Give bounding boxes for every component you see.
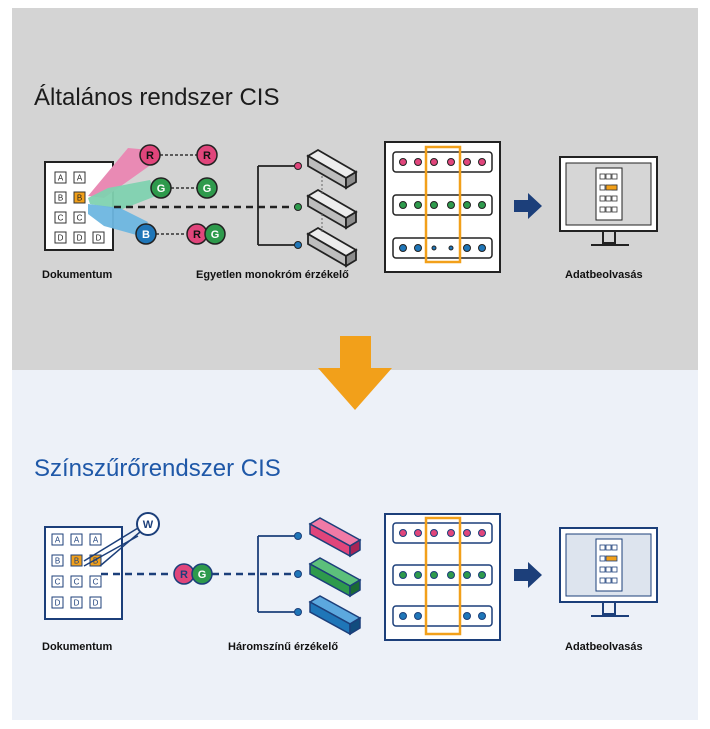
top-key-b2: B: [77, 194, 82, 203]
bottom-key-b2: B: [74, 557, 79, 566]
color-filter-cis-title: Színszűrőrendszer CIS: [34, 455, 281, 482]
general-cis-title: Általános rendszer CIS: [34, 84, 280, 111]
top-sensor-bracket: [257, 165, 296, 246]
bottom-channel-g: G: [191, 563, 213, 585]
top-key-a2: A: [77, 174, 83, 183]
bottom-document-icon: A A A B B B C C C D D D: [44, 526, 141, 620]
top-key-b1: B: [58, 194, 63, 203]
down-arrow-icon: [318, 336, 392, 410]
top-monochrome-sensor-bars: [306, 148, 358, 268]
bottom-key-b3: B: [93, 557, 98, 566]
bottom-readout-label: Adatbeolvasás: [565, 641, 643, 653]
bottom-key-d2: D: [74, 599, 80, 608]
bottom-key-c2: C: [74, 578, 80, 587]
top-monitor-icon: [559, 156, 658, 246]
svg-text:B: B: [142, 229, 150, 241]
bottom-sensor-bracket: [257, 535, 296, 613]
top-arrow-right-icon: [514, 193, 542, 219]
svg-text:R: R: [203, 150, 211, 162]
top-key-c2: C: [77, 214, 83, 223]
top-light-beams: [88, 148, 156, 236]
svg-text:G: G: [157, 183, 166, 195]
svg-text:G: G: [198, 569, 207, 581]
top-channel-r2: R: [196, 144, 218, 166]
svg-text:R: R: [146, 150, 154, 162]
svg-text:G: G: [211, 229, 220, 241]
bottom-pixel-output-panel: [384, 513, 501, 641]
top-document-label: Dokumentum: [42, 269, 113, 281]
bottom-tricolor-sensor-bars: [308, 517, 362, 636]
bottom-key-c3: C: [93, 578, 99, 587]
bottom-key-a2: A: [74, 536, 80, 545]
top-channel-r1: R: [139, 144, 161, 166]
top-key-d1: D: [58, 234, 64, 243]
top-key-d2: D: [77, 234, 83, 243]
top-channel-g1: G: [150, 177, 172, 199]
bottom-key-d3: D: [93, 599, 99, 608]
svg-text:R: R: [180, 569, 188, 581]
top-readout-label: Adatbeolvasás: [565, 269, 643, 281]
bottom-key-a1: A: [55, 536, 61, 545]
top-key-d3: D: [96, 234, 102, 243]
bottom-key-a3: A: [93, 536, 99, 545]
bottom-arrow-right-icon: [514, 562, 542, 588]
top-document-icon: A A B B C C D D D: [44, 161, 114, 251]
top-channel-r3: R: [186, 223, 208, 245]
top-channel-g3: G: [204, 223, 226, 245]
top-channel-b1: B: [135, 223, 157, 245]
bottom-document-label: Dokumentum: [42, 641, 113, 653]
top-sensor-label: Egyetlen monokróm érzékelő: [196, 269, 349, 281]
top-key-a1: A: [58, 174, 64, 183]
top-key-c1: C: [58, 214, 64, 223]
svg-text:R: R: [193, 229, 201, 241]
bottom-sensor-label: Háromszínű érzékelő: [228, 641, 339, 653]
svg-text:W: W: [143, 519, 154, 531]
top-channel-g2: G: [196, 177, 218, 199]
bottom-channel-r: R: [173, 563, 195, 585]
bottom-key-d1: D: [55, 599, 61, 608]
svg-text:G: G: [203, 183, 212, 195]
bottom-key-c1: C: [55, 578, 61, 587]
bottom-key-b1: B: [55, 557, 60, 566]
top-pixel-output-panel: [384, 141, 501, 273]
bottom-channel-w: W: [136, 512, 160, 536]
bottom-monitor-icon: [559, 527, 658, 617]
